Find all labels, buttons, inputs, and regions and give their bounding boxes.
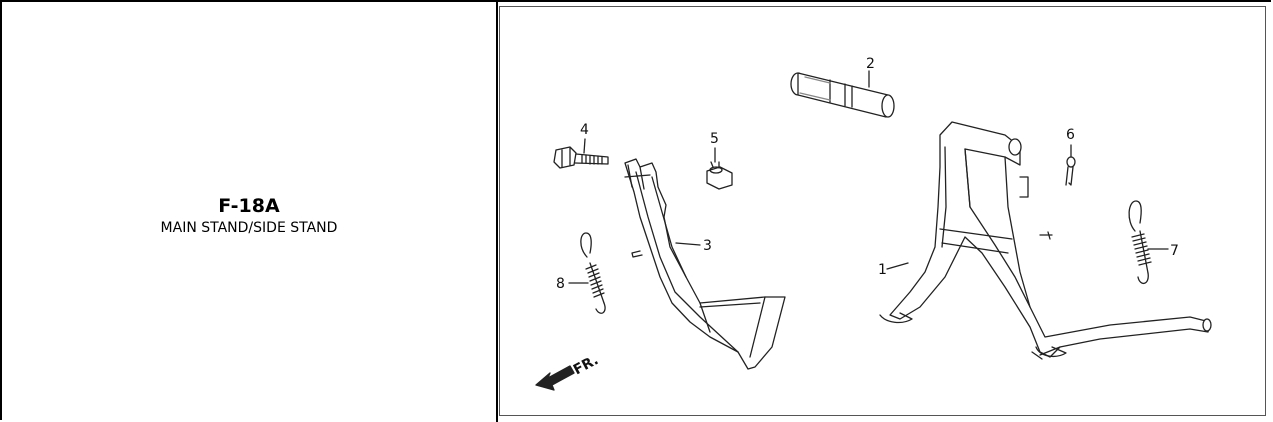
section-code: F-18A bbox=[218, 195, 280, 217]
front-direction-label: FR. bbox=[571, 352, 601, 378]
parts-diagram: 2 4 5 3 8 1 6 7 FR. bbox=[499, 6, 1266, 416]
part-2-pivot-pipe bbox=[790, 72, 895, 118]
section-title: MAIN STAND/SIDE STAND bbox=[160, 220, 338, 236]
diagram-drawing: 2 4 5 3 8 1 6 7 FR. bbox=[535, 56, 1212, 391]
front-arrow-icon bbox=[535, 365, 575, 391]
part-8-spring bbox=[580, 232, 606, 314]
callout-7: 7 bbox=[1170, 243, 1179, 259]
part-7-spring bbox=[1128, 200, 1152, 284]
callout-8: 8 bbox=[556, 276, 565, 292]
section-info-panel: F-18A MAIN STAND/SIDE STAND bbox=[2, 2, 496, 422]
callout-6: 6 bbox=[1066, 127, 1075, 143]
section-title-block: F-18A MAIN STAND/SIDE STAND bbox=[2, 195, 496, 237]
part-1-main-stand bbox=[879, 121, 1212, 360]
callout-3: 3 bbox=[703, 238, 712, 254]
leader-1 bbox=[886, 262, 909, 270]
part-4-bolt bbox=[553, 146, 609, 169]
part-5-nut bbox=[706, 161, 733, 190]
callout-2: 2 bbox=[866, 56, 875, 72]
callout-4: 4 bbox=[580, 122, 589, 138]
leader-3 bbox=[675, 242, 701, 246]
callout-5: 5 bbox=[710, 131, 719, 147]
leader-4 bbox=[583, 138, 586, 154]
panel-divider bbox=[496, 2, 498, 422]
part-3-side-stand bbox=[624, 158, 786, 370]
callout-1: 1 bbox=[878, 262, 887, 278]
part-6-cotter-pin bbox=[1065, 156, 1076, 186]
